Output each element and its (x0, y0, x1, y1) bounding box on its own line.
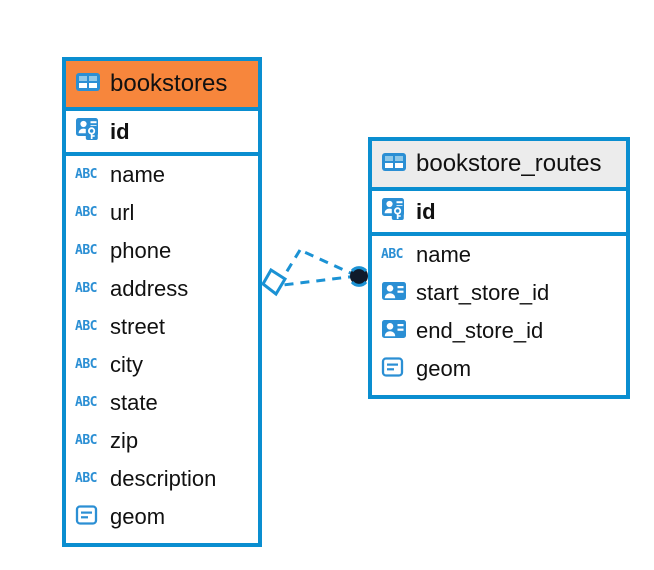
string-type-icon: ABC (75, 357, 97, 372)
connector-line-upper (299, 248, 358, 278)
field-row-state[interactable]: ABC state (66, 384, 258, 422)
table-icon (381, 151, 407, 178)
field-row-phone[interactable]: ABC phone (66, 232, 258, 270)
field-label: id (416, 198, 436, 224)
field-label: zip (110, 428, 139, 453)
field-row-url[interactable]: ABC url (66, 194, 258, 232)
string-type-icon: ABC (75, 319, 97, 334)
string-type-icon: ABC (75, 395, 97, 410)
field-row-id[interactable]: id (372, 191, 626, 236)
field-label: city (110, 352, 143, 377)
foreign-key-icon (381, 318, 407, 345)
field-row-geom[interactable]: geom (66, 498, 258, 536)
string-type-icon: ABC (75, 167, 97, 182)
entity-title: bookstore_routes (416, 150, 602, 177)
field-row-name[interactable]: ABC name (372, 236, 626, 274)
string-type-icon: ABC (75, 281, 97, 296)
string-type-icon: ABC (75, 433, 97, 448)
field-row-description[interactable]: ABC description (66, 460, 258, 498)
field-row-street[interactable]: ABC street (66, 308, 258, 346)
string-type-icon: ABC (75, 205, 97, 220)
field-label: state (110, 390, 158, 415)
entity-header-bookstore-routes[interactable]: bookstore_routes (372, 141, 626, 191)
field-label: name (110, 162, 166, 187)
entity-header-bookstores[interactable]: bookstores (66, 61, 258, 111)
field-label: url (110, 200, 135, 225)
field-row-zip[interactable]: ABC zip (66, 422, 258, 460)
string-type-icon: ABC (381, 247, 403, 262)
string-type-icon: ABC (75, 243, 97, 258)
entity-bookstore-routes[interactable]: bookstore_routes (368, 137, 630, 399)
field-label: address (110, 276, 189, 301)
table-icon (75, 71, 101, 98)
connector-line-lower (279, 249, 302, 282)
field-label: street (110, 314, 166, 339)
connector-source-marker-diamond (261, 267, 288, 297)
field-row-end-store-id[interactable]: end_store_id (372, 312, 626, 350)
field-row-address[interactable]: ABC address (66, 270, 258, 308)
geometry-type-icon (381, 356, 407, 383)
primary-key-icon (75, 117, 101, 146)
field-row-geom[interactable]: geom (372, 350, 626, 388)
entity-bookstores[interactable]: bookstores (62, 57, 262, 547)
entity-title: bookstores (110, 70, 228, 97)
field-row-city[interactable]: ABC city (66, 346, 258, 384)
field-label: description (110, 466, 217, 491)
primary-key-icon (381, 197, 407, 226)
field-label: start_store_id (416, 280, 550, 305)
connector-line-middle (282, 274, 358, 287)
field-row-id[interactable]: id (66, 111, 258, 156)
field-label: id (110, 118, 130, 144)
field-row-name[interactable]: ABC name (66, 156, 258, 194)
field-label: phone (110, 238, 172, 263)
string-type-icon: ABC (75, 471, 97, 486)
geometry-type-icon (75, 504, 101, 531)
field-label: geom (416, 356, 472, 381)
field-label: geom (110, 504, 166, 529)
field-label: end_store_id (416, 318, 544, 343)
field-label: name (416, 242, 472, 267)
foreign-key-icon (381, 280, 407, 307)
field-row-start-store-id[interactable]: start_store_id (372, 274, 626, 312)
connector-target-marker-circle (350, 266, 368, 287)
